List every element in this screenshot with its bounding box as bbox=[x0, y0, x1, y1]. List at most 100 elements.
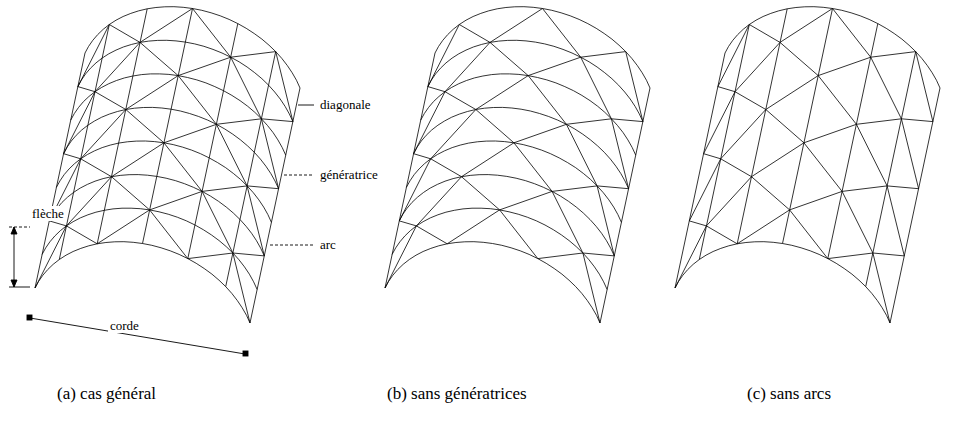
arc-member bbox=[428, 40, 643, 121]
diagonal-member bbox=[597, 186, 614, 256]
diagonal-member bbox=[233, 253, 264, 256]
diagonal-member bbox=[193, 9, 231, 58]
diagonal-member bbox=[675, 226, 706, 288]
diagonal-member bbox=[428, 25, 459, 87]
generatrix-member bbox=[828, 24, 878, 259]
diagonal-member bbox=[514, 124, 567, 143]
member-label: diagonale bbox=[318, 97, 373, 112]
diagonal-member bbox=[706, 226, 737, 244]
diagonal-member bbox=[856, 124, 887, 186]
diagonal-member bbox=[150, 210, 188, 259]
diagonal-member bbox=[49, 221, 66, 226]
generatrix-member bbox=[600, 88, 650, 323]
diagonal-member bbox=[543, 9, 581, 58]
generatrix-member bbox=[35, 53, 85, 288]
diagonal-member bbox=[611, 119, 643, 122]
diagonal-member bbox=[261, 119, 293, 122]
diagonal-member bbox=[528, 76, 566, 125]
diagonal-member bbox=[873, 253, 890, 323]
diagonal-member bbox=[752, 143, 804, 177]
arc-member bbox=[49, 175, 264, 256]
diagonal-member bbox=[490, 9, 543, 43]
diagonal-member bbox=[462, 177, 500, 210]
diagonal-member bbox=[871, 52, 916, 58]
diagonal-member bbox=[247, 186, 264, 256]
diagonal-member bbox=[164, 143, 202, 192]
diagonal-member bbox=[416, 226, 447, 244]
arc-member bbox=[71, 74, 286, 155]
diagonal-member bbox=[718, 25, 749, 87]
diagonal-member bbox=[66, 177, 111, 226]
diagonal-member bbox=[35, 226, 66, 288]
diagonal-member bbox=[718, 87, 735, 92]
diagonal-member bbox=[78, 87, 95, 92]
generatrix-member bbox=[188, 24, 238, 259]
figure-caption: (c) sans arcs bbox=[745, 384, 833, 404]
diagonal-member bbox=[447, 210, 499, 244]
generatrix-member bbox=[226, 52, 276, 287]
diagonal-member bbox=[462, 143, 514, 177]
diagonal-member bbox=[112, 177, 150, 210]
diagonal-member bbox=[64, 154, 81, 159]
diagonal-member bbox=[431, 159, 462, 177]
diagonal-member bbox=[261, 119, 278, 189]
fleche-dimension-line bbox=[14, 227, 15, 287]
corde-dimension-line bbox=[30, 318, 245, 354]
diagonal-member bbox=[611, 119, 628, 189]
diagonal-member bbox=[95, 42, 140, 91]
diagonal-member bbox=[790, 210, 828, 259]
leader-line bbox=[284, 175, 314, 176]
diagonal-member bbox=[735, 92, 766, 110]
diagonal-member bbox=[514, 143, 552, 192]
leader-line bbox=[298, 105, 314, 106]
diagonal-member bbox=[95, 92, 126, 110]
arc-member bbox=[85, 7, 300, 88]
diagonal-member bbox=[216, 119, 261, 125]
dimension-group bbox=[9, 105, 314, 356]
diagonal-member bbox=[150, 191, 203, 210]
arrow-head bbox=[11, 227, 17, 234]
fleche-extension-line bbox=[9, 287, 30, 288]
diagonal-member bbox=[597, 186, 629, 189]
member-label: génératrice bbox=[318, 167, 380, 182]
generatrix-member bbox=[783, 9, 833, 244]
arc-member bbox=[675, 242, 890, 323]
diagonal-member bbox=[704, 92, 735, 154]
diagonal-member bbox=[833, 9, 871, 58]
diagonal-member bbox=[581, 57, 612, 119]
diagonal-member bbox=[126, 76, 178, 110]
arc-member bbox=[421, 74, 636, 155]
diagonal-member bbox=[689, 159, 720, 221]
arc-member bbox=[392, 208, 607, 289]
generatrix-member bbox=[675, 53, 725, 288]
dimension-label: corde bbox=[108, 318, 141, 333]
member-label: arc bbox=[318, 237, 338, 252]
diagonal-member bbox=[399, 221, 416, 226]
figure-caption: (a) cas général bbox=[55, 384, 158, 404]
diagonal-member bbox=[804, 124, 857, 143]
lattice-group bbox=[35, 7, 940, 323]
diagonal-member bbox=[202, 186, 247, 192]
diagonal-member bbox=[414, 92, 445, 154]
diagonal-member bbox=[871, 57, 902, 119]
diagonal-member bbox=[231, 57, 262, 119]
generatrix-member bbox=[737, 9, 787, 244]
generatrix-member bbox=[250, 88, 300, 323]
diagonal-member bbox=[828, 253, 873, 259]
diagonal-member bbox=[476, 76, 528, 110]
diagonal-member bbox=[428, 87, 445, 92]
arc-member bbox=[56, 141, 271, 222]
arc-member bbox=[414, 107, 629, 188]
dimension-label: flèche bbox=[30, 206, 66, 221]
diagonal-member bbox=[766, 76, 818, 110]
diagonal-member bbox=[749, 25, 780, 43]
fleche-extension-line bbox=[9, 227, 30, 228]
generatrix-member bbox=[866, 52, 916, 287]
diagonal-member bbox=[445, 42, 490, 91]
diagonal-member bbox=[583, 253, 600, 323]
diagonal-member bbox=[752, 177, 790, 210]
diagonal-member bbox=[581, 52, 626, 58]
arrow-head bbox=[11, 280, 17, 287]
diagonal-member bbox=[780, 42, 818, 75]
